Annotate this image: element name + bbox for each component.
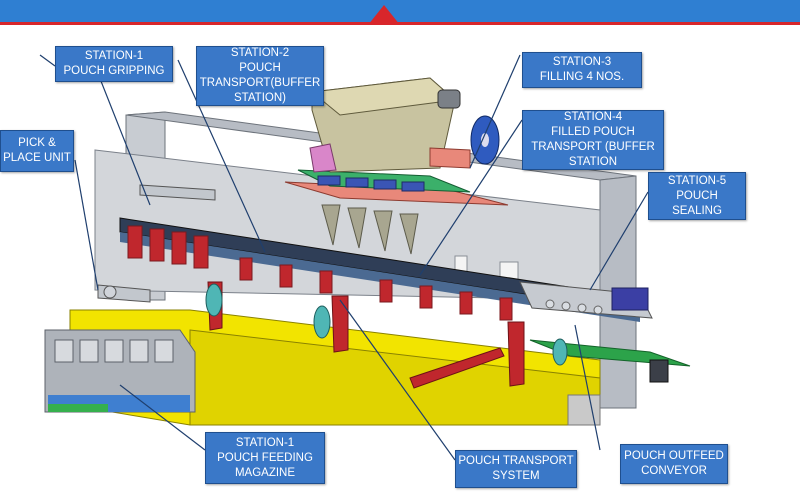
hopper: [309, 77, 461, 173]
drive-wheels: [205, 283, 568, 366]
callout-station3-filling: STATION-3 FILLING 4 NOS.: [522, 52, 642, 88]
callout-station4-filled: STATION-4 FILLED POUCH TRANSPORT (BUFFER…: [522, 110, 664, 170]
callout-transport-system: POUCH TRANSPORT SYSTEM: [455, 450, 577, 488]
feeding-magazine: [44, 329, 196, 413]
header-bar: [0, 0, 800, 25]
up-triangle-icon: [368, 5, 400, 25]
callout-station1-feeding: STATION-1 POUCH FEEDING MAGAZINE: [205, 432, 325, 484]
callout-outfeed-conveyor: POUCH OUTFEED CONVEYOR: [620, 444, 728, 484]
header-stripe: [0, 22, 800, 25]
callout-station1-gripping: STATION-1 POUCH GRIPPING: [55, 46, 173, 82]
callout-pick-place: PICK & PLACE UNIT: [0, 130, 74, 172]
callout-station5-sealing: STATION-5 POUCH SEALING: [648, 172, 746, 220]
callout-station2-transport: STATION-2 POUCH TRANSPORT(BUFFER STATION…: [196, 46, 324, 106]
